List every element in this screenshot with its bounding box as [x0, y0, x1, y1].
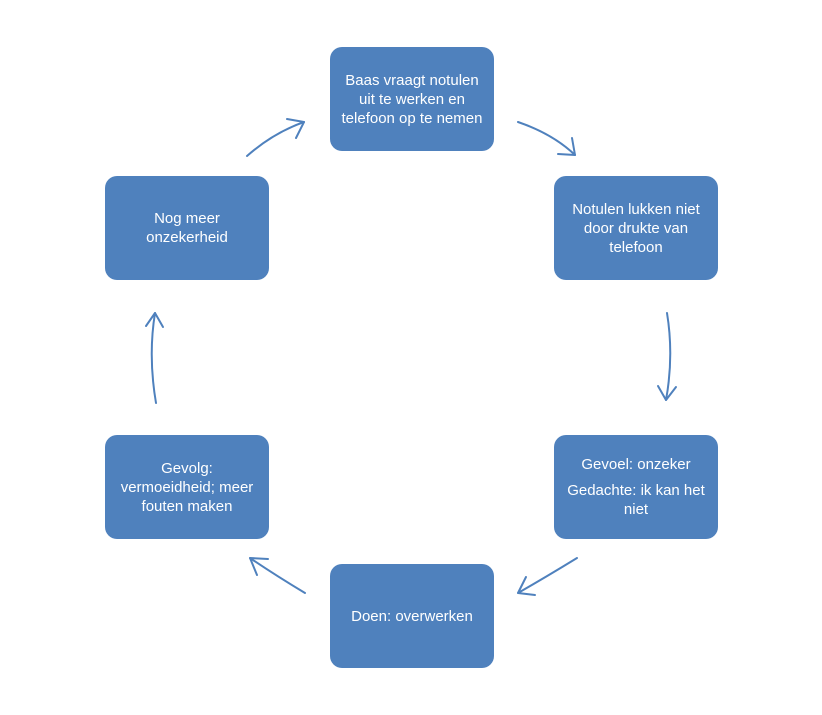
- cycle-node-bottom-left: Gevolg: vermoeidheid; meer fouten maken: [105, 435, 269, 539]
- node-text-thought: Gedachte: ik kan het niet: [567, 482, 705, 518]
- arrow-top-right-to-bottom-right: [657, 312, 677, 401]
- cycle-node-top-right: Notulen lukken niet door drukte van tele…: [554, 176, 718, 280]
- cycle-node-top: Baas vraagt notulen uit te werken en tel…: [330, 47, 494, 151]
- node-text: Notulen lukken niet door drukte van tele…: [572, 200, 700, 256]
- node-text-feeling: Gevoel: onzeker: [581, 456, 691, 473]
- arrow-bottom-right-to-bottom: [517, 557, 578, 596]
- node-text: Doen: overwerken: [351, 607, 473, 625]
- cycle-node-top-left: Nog meer onzekerheid: [105, 176, 269, 280]
- node-text: Nog meer onzekerheid: [146, 210, 228, 246]
- cycle-node-bottom-right: Gevoel: onzeker Gedachte: ik kan het nie…: [554, 435, 718, 539]
- node-text: Gevolg: vermoeidheid; meer fouten maken: [120, 459, 254, 515]
- cycle-node-bottom: Doen: overwerken: [330, 564, 494, 668]
- node-text: Baas vraagt notulen uit te werken en tel…: [341, 71, 483, 127]
- arrow-top-left-to-top: [246, 118, 305, 157]
- arrow-top-to-top-right: [517, 121, 576, 156]
- arrow-bottom-left-to-top-left: [145, 312, 164, 404]
- arrow-bottom-to-bottom-left: [249, 557, 306, 594]
